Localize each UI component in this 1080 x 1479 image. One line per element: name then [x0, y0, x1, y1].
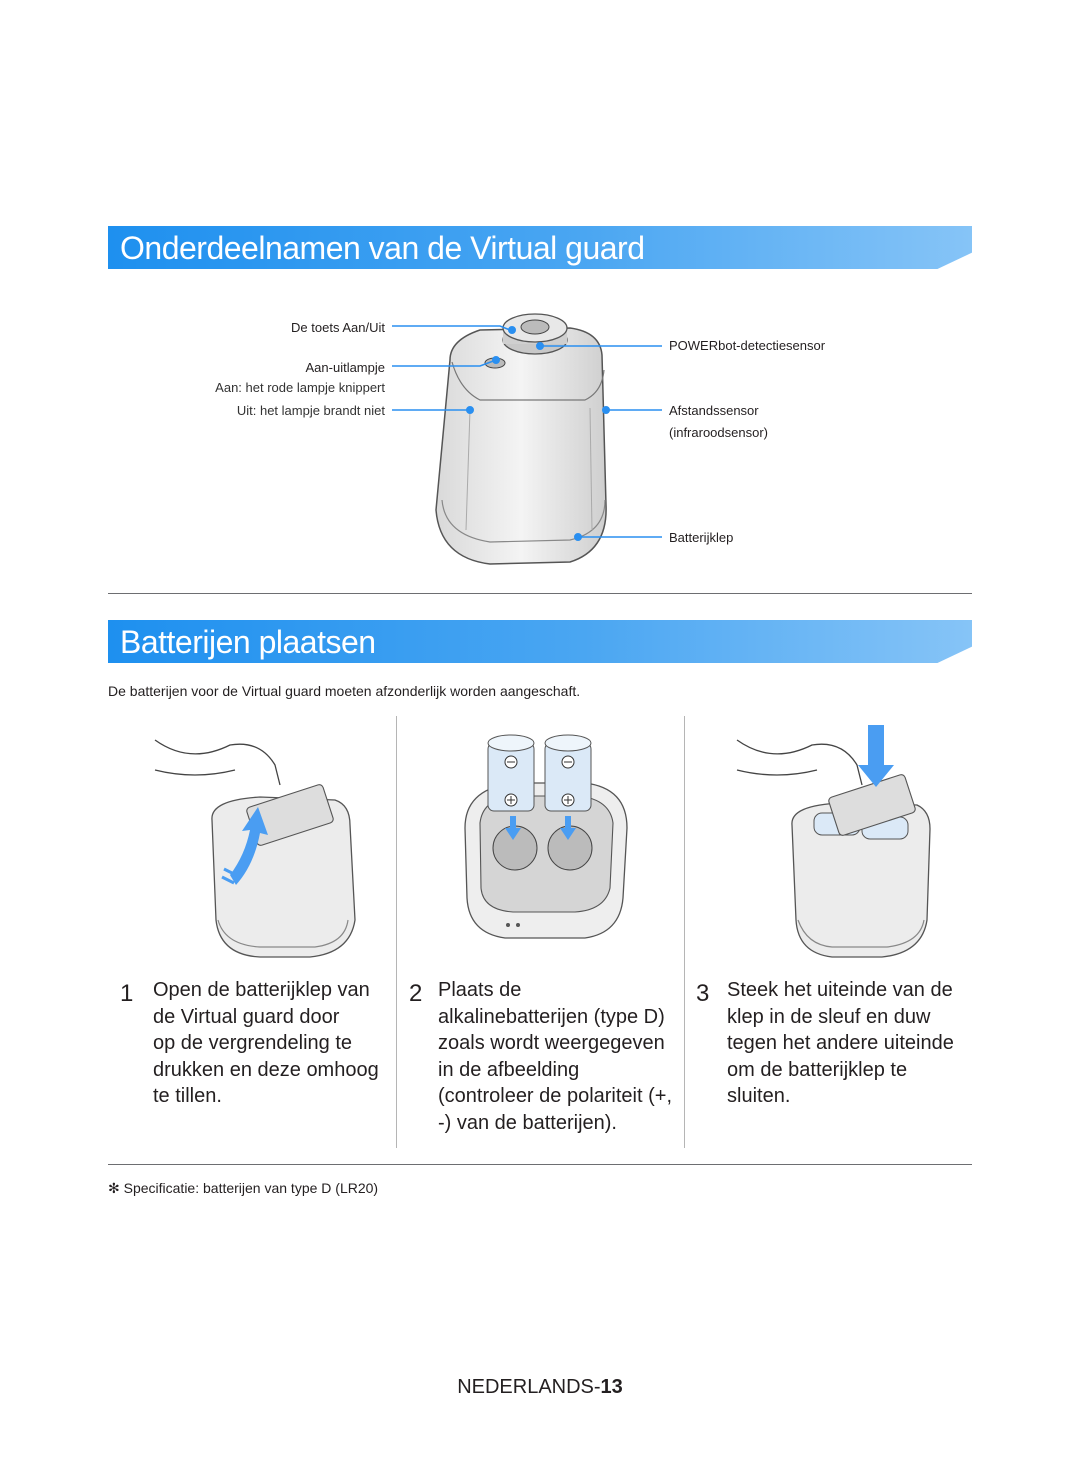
- plus-polarity-icon: [504, 793, 518, 807]
- callout-distance-sensor-sub: (infraroodsensor): [669, 425, 768, 440]
- divider-bottom: [108, 1164, 972, 1165]
- page-footer: NEDERLANDS-13: [0, 1376, 1080, 1399]
- battery-intro-text: De batterijen voor de Virtual guard moet…: [108, 683, 581, 699]
- section-banner-parts: Onderdeelnamen van de Virtual guard: [108, 226, 972, 269]
- callout-indicator-off: Uit: het lampje brandt niet: [236, 403, 385, 418]
- up-arrow-icon: [230, 807, 268, 885]
- footer-page-number: 13: [600, 1376, 623, 1398]
- column-divider-1: [396, 716, 397, 1148]
- step-number-1: 1: [120, 980, 134, 1007]
- callout-lines: [392, 325, 662, 541]
- step-number-3: 3: [696, 980, 710, 1007]
- section-title-batteries: Batterijen plaatsen: [120, 624, 376, 660]
- device-illustration: [435, 313, 607, 565]
- battery-spec-note: ✻ Specificatie: batterijen van type D (L…: [108, 1180, 379, 1196]
- minus-polarity-icon: [504, 755, 518, 769]
- callout-powerbot-sensor: POWERbot-detectiesensor: [669, 338, 826, 353]
- divider-top: [108, 593, 972, 594]
- callout-distance-sensor: Afstandssensor: [669, 403, 759, 418]
- column-divider-2: [684, 716, 685, 1148]
- callout-indicator-on: Aan: het rode lampje knippert: [215, 380, 385, 395]
- footer-language: NEDERLANDS-: [457, 1376, 601, 1398]
- section-banner-batteries: Batterijen plaatsen: [108, 620, 972, 663]
- battery-insert-illustration: [464, 734, 628, 939]
- callout-power-button: De toets Aan/Uit: [291, 320, 385, 335]
- close-cover-illustration: [736, 725, 931, 958]
- down-arrow-icon: [858, 725, 894, 787]
- step-number-2: 2: [409, 980, 423, 1007]
- section-title-parts: Onderdeelnamen van de Virtual guard: [120, 230, 645, 266]
- callout-battery-cover: Batterijklep: [669, 530, 734, 545]
- open-cover-illustration: [154, 739, 356, 958]
- callout-indicator-lamp: Aan-uitlampje: [305, 360, 386, 375]
